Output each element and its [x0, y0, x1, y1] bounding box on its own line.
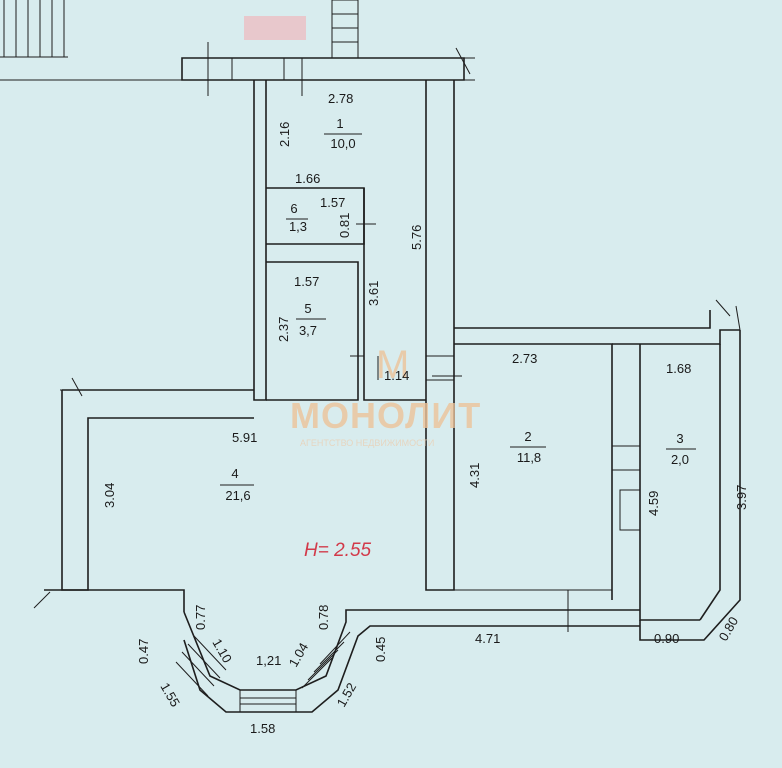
- stamp-mark: [244, 16, 306, 40]
- dim-1-04: 1.04: [286, 640, 312, 669]
- dim-3-04: 3.04: [102, 483, 117, 508]
- dim-4-31: 4.31: [467, 463, 482, 488]
- watermark-name: МОНОЛИТ: [290, 395, 481, 436]
- watermark-letter: М: [376, 343, 409, 387]
- room-1-number: 1: [336, 116, 343, 131]
- dim-1-68: 1.68: [666, 361, 691, 376]
- watermark-subtitle: АГЕНТСТВО НЕДВИЖИМОСТИ: [300, 438, 434, 448]
- dim-1-58: 1.58: [250, 721, 275, 736]
- room-5-area: 3,7: [299, 323, 317, 338]
- dimension-labels: 2.78 2.16 1.66 1.57 0.81 5.76 1.57 3.61 …: [102, 91, 749, 736]
- room-6-area: 1,3: [289, 219, 307, 234]
- dim-2-37: 2.37: [276, 317, 291, 342]
- ceiling-height-note: H= 2.55: [304, 540, 372, 561]
- dim-1-57-a: 1.57: [320, 195, 345, 210]
- dim-3-97: 3.97: [734, 485, 749, 510]
- dim-1-55: 1.55: [157, 680, 183, 709]
- dim-0-78: 0.78: [316, 605, 331, 630]
- watermark: М МОНОЛИТ АГЕНТСТВО НЕДВИЖИМОСТИ: [290, 343, 481, 448]
- room-5-number: 5: [304, 301, 311, 316]
- dim-4-71: 4.71: [475, 631, 500, 646]
- room-6-number: 6: [290, 201, 297, 216]
- room-3-area: 2,0: [671, 452, 689, 467]
- dim-2-73: 2.73: [512, 351, 537, 366]
- dim-3-61: 3.61: [366, 281, 381, 306]
- dim-5-91: 5.91: [232, 430, 257, 445]
- room-4-number: 4: [231, 466, 238, 481]
- dim-1-66: 1.66: [295, 171, 320, 186]
- dim-1-52: 1.52: [334, 680, 360, 709]
- dim-0-80: 0.80: [716, 614, 742, 643]
- dim-4-59: 4.59: [646, 491, 661, 516]
- room-4-area: 21,6: [225, 488, 250, 503]
- dim-1-14: 1.14: [384, 368, 409, 383]
- walls-interior: [253, 80, 462, 591]
- walls-room-2-3: [454, 299, 741, 641]
- dim-0-77: 0.77: [193, 605, 208, 630]
- room-2-number: 2: [524, 429, 531, 444]
- dim-1-21: 1,21: [256, 653, 281, 668]
- dim-0-90: 0.90: [654, 631, 679, 646]
- shaft-top: [331, 0, 359, 59]
- dim-2-16: 2.16: [277, 122, 292, 147]
- dim-0-45: 0.45: [373, 637, 388, 662]
- room-labels: 1 10,0 6 1,3 5 3,7 4 21,6 2 11,8 3 2,0: [220, 116, 696, 503]
- room-3-number: 3: [676, 431, 683, 446]
- dim-0-47: 0.47: [136, 639, 151, 664]
- dim-1-57-b: 1.57: [294, 274, 319, 289]
- top-wall: [0, 42, 475, 96]
- bay-window: [175, 609, 640, 713]
- dim-5-76: 5.76: [409, 225, 424, 250]
- dim-1-10: 1.10: [209, 636, 235, 665]
- room-1-area: 10,0: [330, 136, 355, 151]
- room-2-area: 11,8: [517, 450, 541, 465]
- dim-0-81: 0.81: [337, 213, 352, 238]
- stair-hatch-top-left: [0, 0, 68, 58]
- walls-room-4: [33, 377, 254, 612]
- dim-2-78: 2.78: [328, 91, 353, 106]
